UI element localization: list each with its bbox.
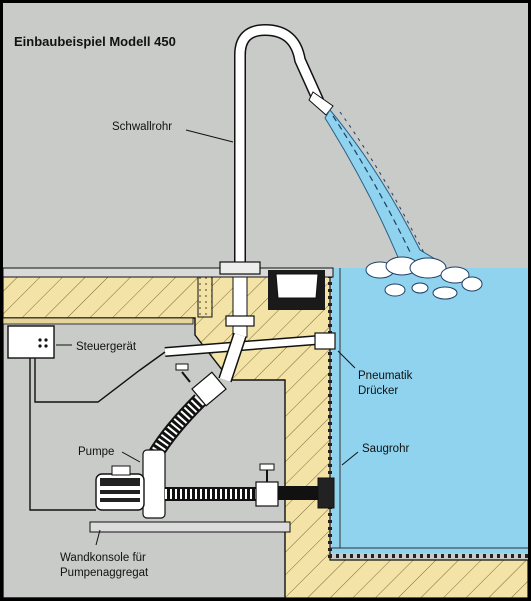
discharge-elbow-inner: [219, 333, 246, 382]
riser-pipe: [232, 276, 248, 338]
pool-water: [332, 268, 528, 553]
valve-body: [191, 371, 227, 407]
riser-flange: [225, 315, 255, 327]
pneumatic-button: [314, 332, 336, 350]
schwallrohr-pipe-inner: [235, 25, 323, 273]
pool-wall-tiles: [328, 268, 528, 558]
deck-flange: [219, 261, 261, 275]
power-cable: [29, 358, 96, 511]
suction-valve-handle: [259, 463, 275, 471]
wall-bracket: [89, 521, 291, 533]
ledge: [2, 317, 194, 325]
suction-pipe: [278, 486, 330, 500]
label-pumpe: Pumpe: [78, 446, 114, 458]
valve-handle: [175, 363, 189, 371]
pump-unit: [95, 449, 166, 519]
leader-pumpe: [121, 451, 141, 463]
diagram-title: Einbaubeispiel Modell 450: [14, 34, 176, 49]
leader-schwallrohr: [185, 129, 234, 143]
control-unit: [7, 325, 55, 359]
label-wandkonsole-1: Wandkonsole für: [60, 552, 146, 564]
suction-valve: [255, 481, 279, 507]
label-steuergeraet: Steuergerät: [76, 341, 137, 353]
label-pneumatik-1: Pneumatik: [358, 370, 413, 382]
label-pneumatik-2: Drücker: [358, 385, 398, 397]
support-column: [197, 276, 213, 318]
suction-flange: [317, 477, 335, 509]
leader-pneumatik: [337, 350, 356, 369]
skimmer-insert: [275, 273, 319, 299]
leader-saugrohr: [341, 451, 359, 466]
leader-wandkonsole: [95, 529, 101, 546]
splash-foam: [365, 256, 483, 300]
valve-stem: [181, 371, 191, 383]
label-wandkonsole-2: Pumpenaggregat: [60, 567, 149, 579]
label-saugrohr: Saugrohr: [362, 443, 409, 455]
control-cable: [34, 351, 166, 403]
nozzle: [308, 91, 334, 116]
label-schwallrohr: Schwallrohr: [112, 121, 172, 133]
jet-streak: [339, 111, 426, 256]
